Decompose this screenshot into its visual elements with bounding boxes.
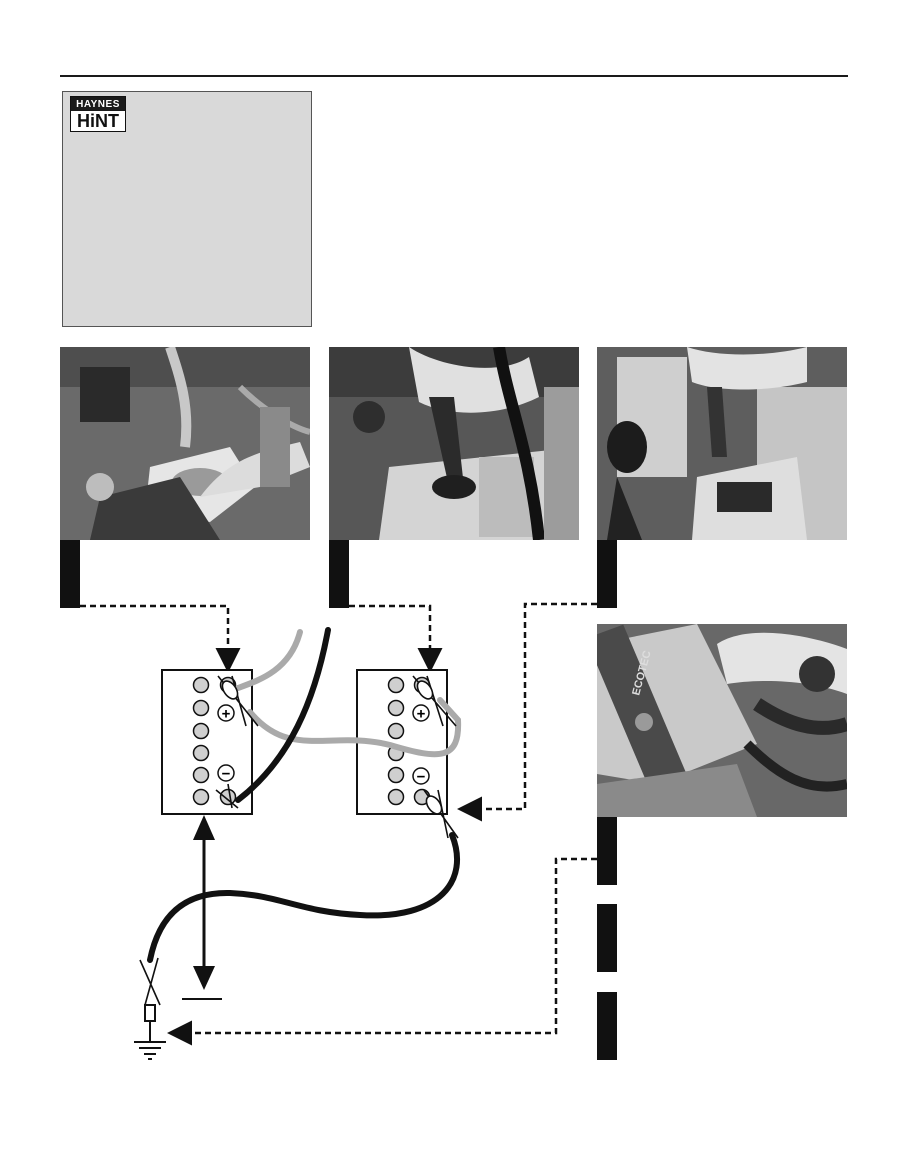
positive-jump-lead [235, 629, 303, 691]
step-marker-1 [60, 540, 80, 608]
earth-symbol [134, 1004, 166, 1060]
distance-arrow [182, 815, 222, 1000]
step-marker-4 [597, 817, 617, 885]
photo-connect-flat-battery-positive [60, 347, 310, 540]
haynes-hint-box: HAYNES HiNT [62, 91, 312, 327]
clamps [139, 675, 459, 1006]
flat-battery-negative-symbol: − [222, 766, 231, 783]
step-marker-5 [597, 904, 617, 972]
negative-lead-upper [235, 627, 331, 803]
step-marker-6 [597, 992, 617, 1060]
header-rule [60, 75, 848, 77]
leader-step-1 [80, 604, 241, 673]
photo-connect-engine-earth: ECOTEC [597, 624, 847, 817]
hint-logo-bottom: HiNT [77, 111, 119, 131]
photo-connect-booster-battery-positive [329, 347, 579, 540]
booster-battery-positive-symbol: + [417, 706, 426, 723]
flat-battery-positive-symbol: + [222, 706, 231, 723]
photo-connect-booster-battery-negative [597, 347, 847, 540]
step-marker-2 [329, 540, 349, 608]
leader-step-2 [349, 604, 443, 673]
flat-battery [161, 669, 253, 815]
leader-step-4 [167, 857, 597, 1046]
haynes-hint-logo: HAYNES HiNT [70, 96, 126, 132]
booster-battery-negative-symbol: − [417, 769, 426, 786]
leader-step-3 [457, 602, 597, 822]
positive-jump-lead-bridge [247, 697, 462, 758]
negative-jump-lead [147, 832, 460, 963]
step-marker-3 [597, 540, 617, 608]
hint-logo-top: HAYNES [71, 97, 125, 111]
